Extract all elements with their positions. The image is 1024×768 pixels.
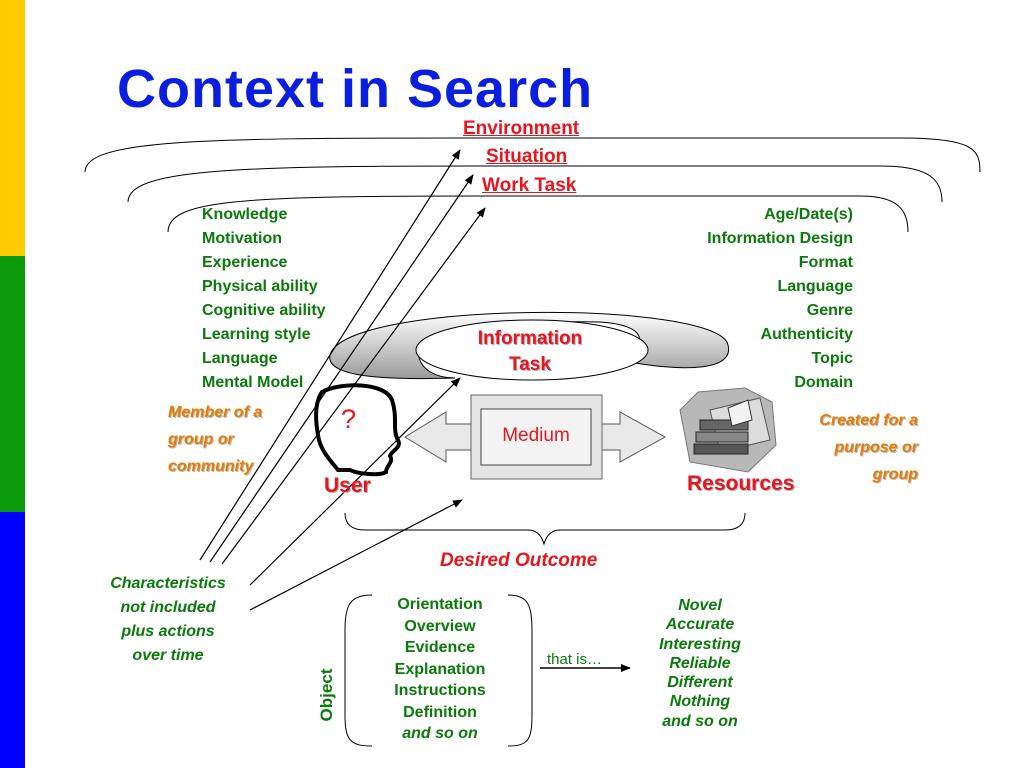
resource-attribute: Authenticity xyxy=(760,326,853,343)
information-task-ellipse xyxy=(415,319,649,381)
object-item: Evidence xyxy=(404,639,476,656)
qualities-list: Novel Accurate Interesting Reliable Diff… xyxy=(630,596,770,731)
resource-attribute: Genre xyxy=(806,302,853,319)
quality-item: Novel xyxy=(678,597,722,614)
resource-attribute: Information Design xyxy=(707,230,853,247)
created-note-line: purpose or xyxy=(834,439,918,456)
arrow-to-situation xyxy=(209,174,474,563)
work-task-label: Work Task xyxy=(482,175,577,196)
arrow-to-environment xyxy=(199,149,461,561)
user-attribute: Experience xyxy=(202,254,288,271)
quality-item: Accurate xyxy=(665,616,735,634)
user-attribute: Knowledge xyxy=(202,206,288,223)
resource-attribute-list: Age/Date(s) Information Design Format La… xyxy=(707,203,853,395)
user-attribute-list: Knowledge Motivation Experience Physical… xyxy=(202,203,326,395)
resource-attribute: Language xyxy=(777,278,853,295)
information-task-label: Information Task xyxy=(452,326,608,378)
user-question-mark: ? xyxy=(341,404,357,434)
object-item: Orientation xyxy=(397,596,483,613)
object-item-more: and so on xyxy=(402,725,478,742)
user-attribute: Cognitive ability xyxy=(202,302,326,319)
object-item: Explanation xyxy=(394,660,486,678)
characteristics-line: over time xyxy=(132,647,204,664)
resource-attribute: Topic xyxy=(811,350,853,367)
resource-attribute: Age/Date(s) xyxy=(764,206,853,223)
arrow-to-desired-outcome xyxy=(249,499,463,611)
created-note: Created for a purpose or group xyxy=(819,407,918,488)
user-attribute: Learning style xyxy=(202,326,311,343)
object-item: Overview xyxy=(404,617,476,635)
object-bracket-left xyxy=(344,594,373,747)
situation-arc xyxy=(127,165,943,203)
object-bracket-right xyxy=(507,594,533,747)
accent-bar-yellow xyxy=(0,0,25,256)
object-label: Object xyxy=(317,668,336,722)
accent-bar-green xyxy=(0,256,25,512)
user-attribute: Mental Model xyxy=(202,374,304,391)
created-note-line: group xyxy=(872,466,918,483)
user-label: User xyxy=(324,474,371,497)
environment-label: Environment xyxy=(463,118,580,139)
created-note-line: Created for a xyxy=(819,412,918,429)
arrow-to-work-task xyxy=(221,207,486,565)
user-attribute: Physical ability xyxy=(202,278,318,295)
characteristics-line: not included xyxy=(120,599,216,616)
quality-item: Reliable xyxy=(669,654,731,672)
accent-bar-blue xyxy=(0,512,25,768)
desired-outcome-label: Desired Outcome xyxy=(440,550,598,571)
medium-box-inner xyxy=(480,408,592,466)
characteristics-note: Characteristics not included plus action… xyxy=(93,572,243,668)
quality-item: Nothing xyxy=(669,693,731,711)
user-attribute: Language xyxy=(202,350,278,367)
page-title: Context in Search xyxy=(117,59,594,119)
member-note-line: Member of a xyxy=(168,404,263,421)
quality-item: Interesting xyxy=(659,635,741,653)
environment-arc xyxy=(84,137,981,173)
situation-label: Situation xyxy=(486,146,568,167)
desired-outcome-brace xyxy=(344,512,746,546)
books-computer-icon xyxy=(679,387,777,473)
object-item-list: Orientation Overview Evidence Explanatio… xyxy=(372,594,508,745)
that-is-label: that is… xyxy=(547,651,603,668)
head-silhouette-icon xyxy=(314,383,401,477)
characteristics-line: plus actions xyxy=(121,623,215,640)
quality-item: Different xyxy=(667,674,733,692)
information-task-line: Task xyxy=(509,354,551,375)
member-note-line: community xyxy=(168,458,254,475)
medium-label: Medium xyxy=(502,425,570,446)
object-item: Definition xyxy=(403,703,477,721)
characteristics-line: Characteristics xyxy=(110,575,226,592)
information-task-line: Information xyxy=(477,328,583,349)
quality-item: and so on xyxy=(662,712,738,730)
member-note-line: group or xyxy=(168,431,234,448)
resources-label: Resources xyxy=(687,472,795,495)
object-item: Instructions xyxy=(394,682,486,699)
resource-attribute: Domain xyxy=(794,374,853,391)
user-attribute: Motivation xyxy=(202,230,282,247)
work-task-arc xyxy=(167,195,909,233)
arrow-to-information-task xyxy=(249,377,461,586)
member-note: Member of a group or community xyxy=(168,399,262,480)
resource-attribute: Format xyxy=(798,254,853,271)
